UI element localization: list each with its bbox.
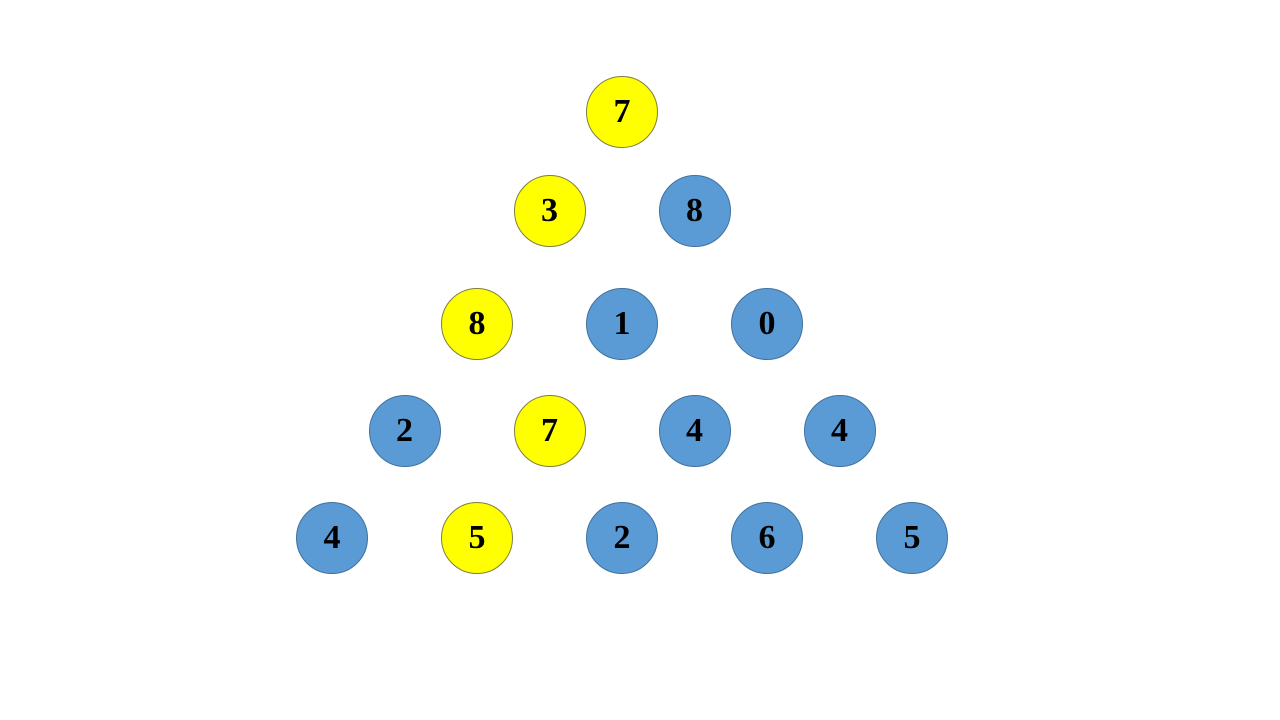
triangle-node: 3	[513, 175, 586, 247]
triangle-node: 2	[586, 502, 658, 574]
triangle-node: 1	[586, 288, 658, 360]
triangle-node: 7	[586, 76, 658, 148]
triangle-node: 0	[731, 288, 803, 360]
triangle-node: 4	[658, 395, 731, 467]
triangle-node: 8	[658, 175, 731, 247]
triangle-node: 2	[368, 395, 441, 467]
triangle-node: 5	[441, 502, 513, 574]
triangle-node: 5	[876, 502, 948, 574]
triangle-node: 4	[803, 395, 876, 467]
triangle-node: 6	[731, 502, 803, 574]
triangle-node: 8	[441, 288, 513, 360]
triangle-node: 4	[296, 502, 368, 574]
triangle-node: 7	[513, 395, 586, 467]
